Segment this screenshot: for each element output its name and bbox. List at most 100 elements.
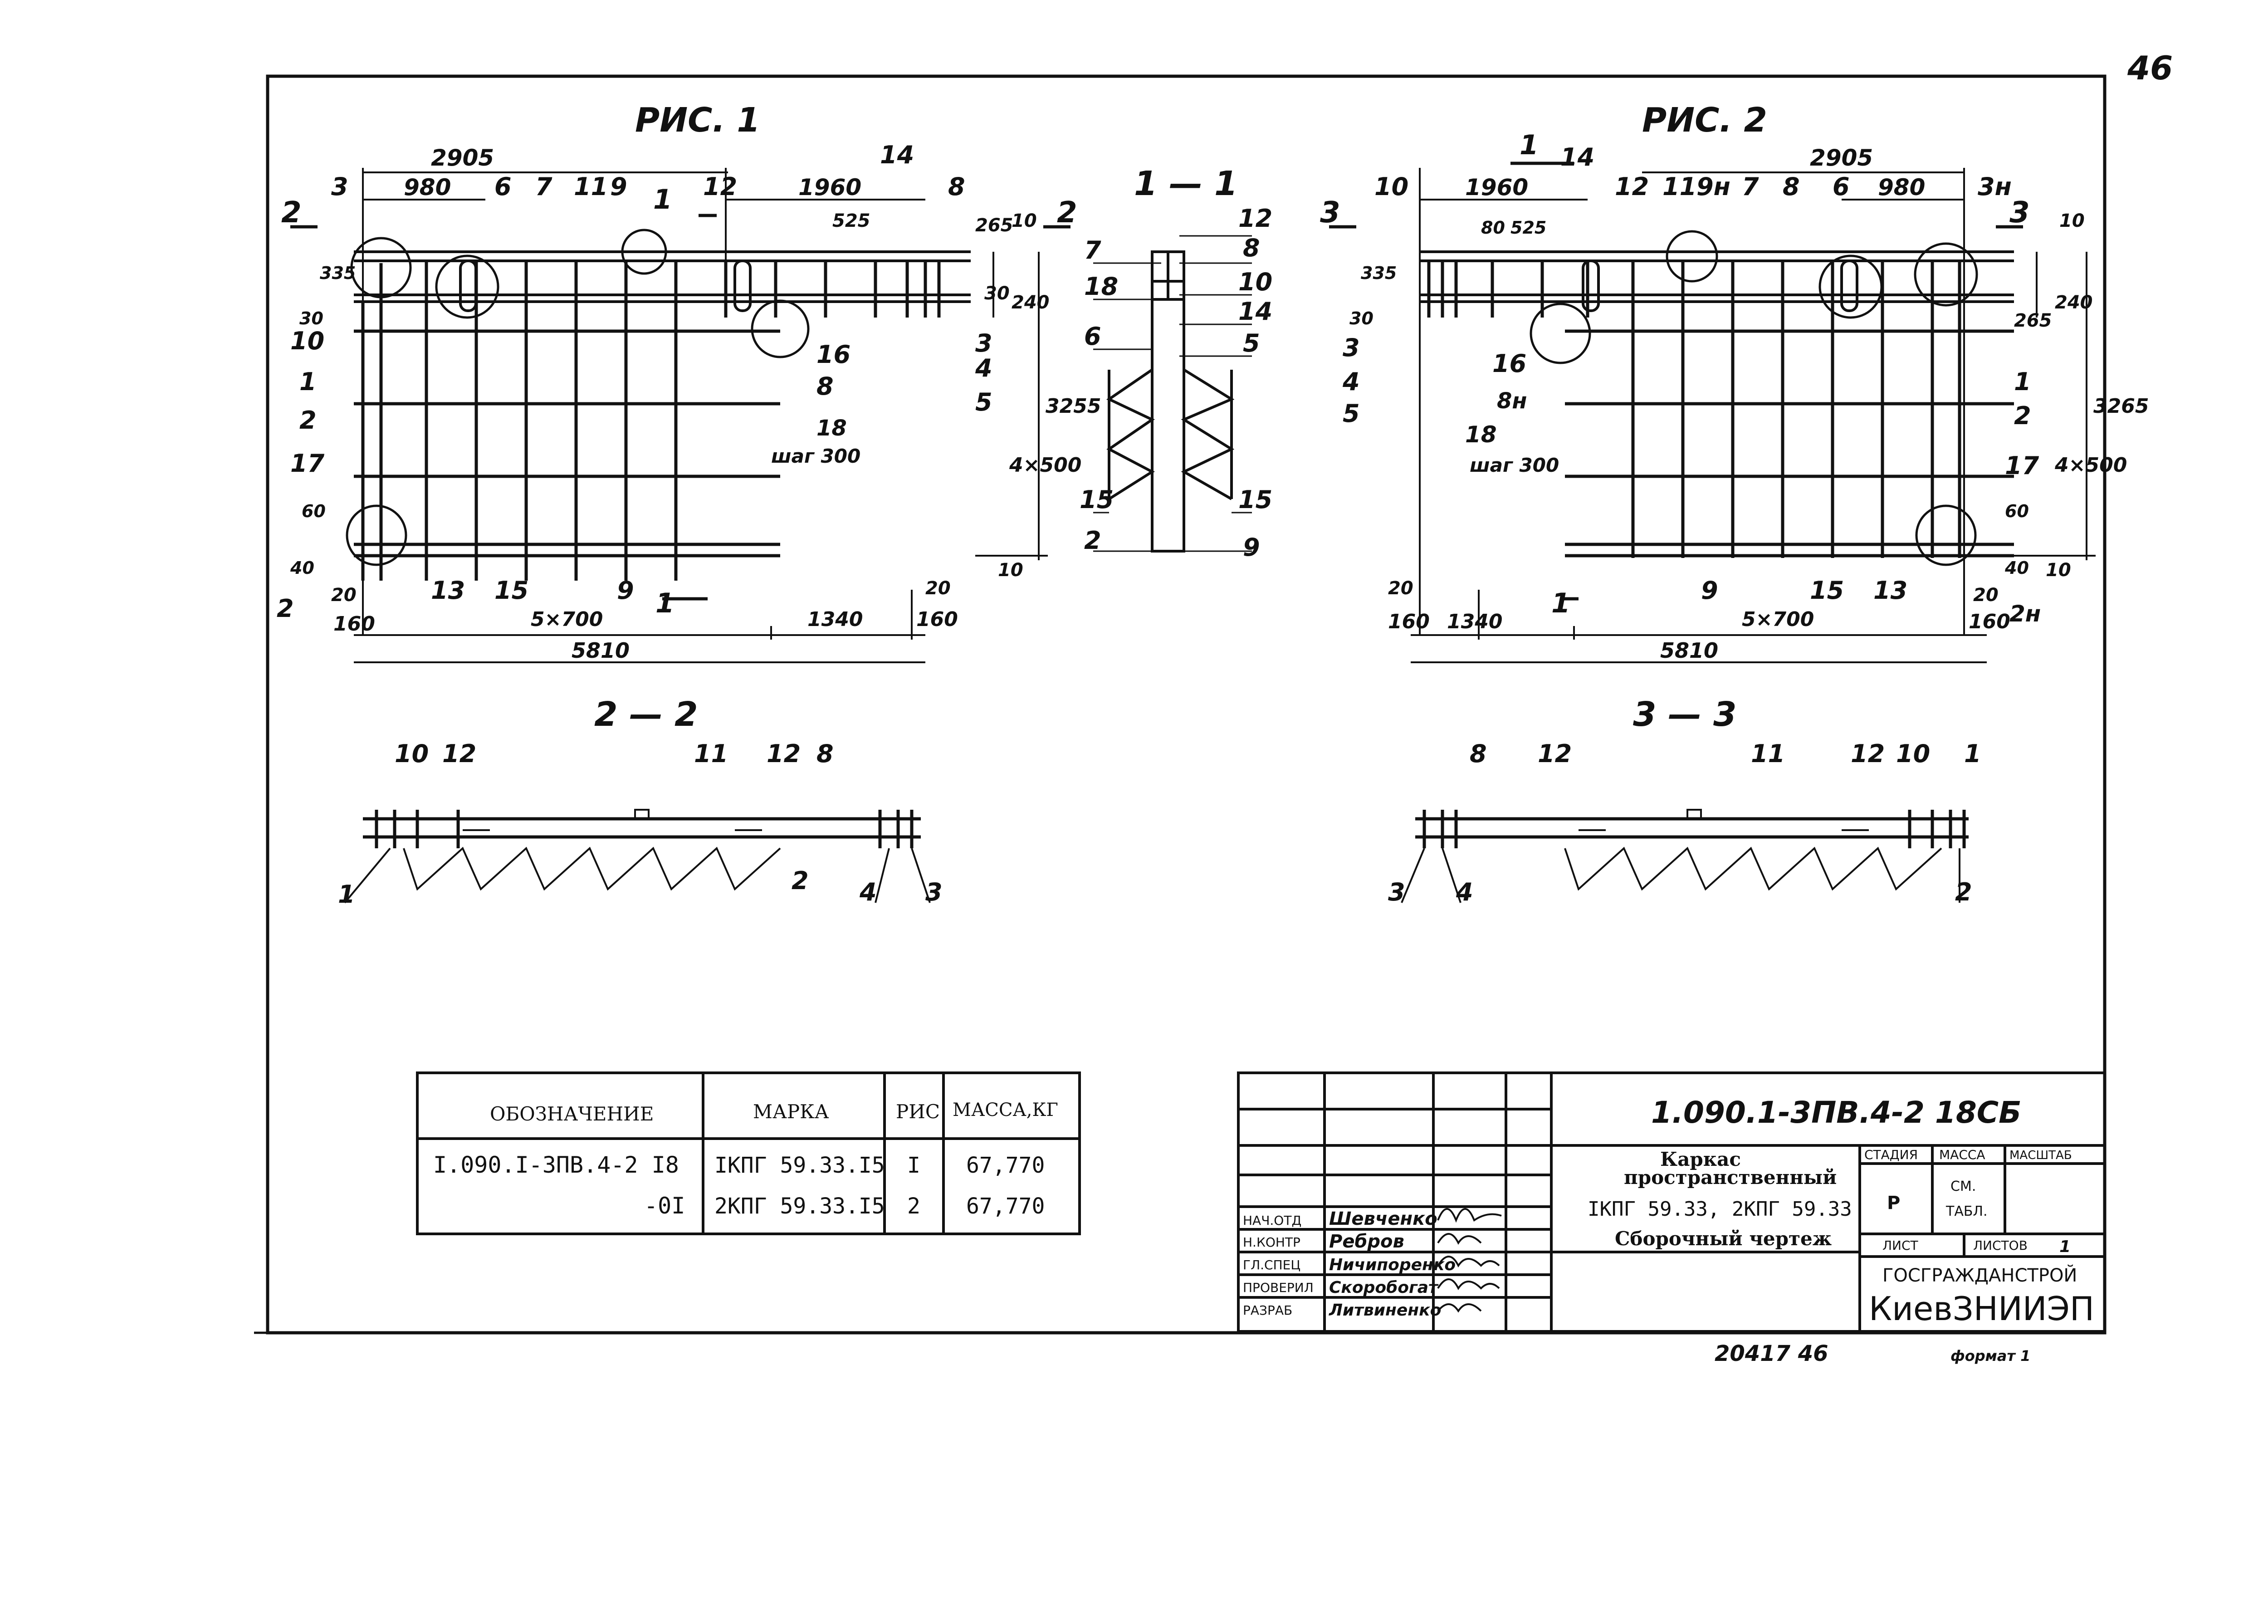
fig1-dim-980: 980 xyxy=(404,174,451,201)
fig1-callout: 11 xyxy=(574,172,608,201)
fig2-callout: 2н xyxy=(2009,601,2041,627)
fig1-dim-160-right: 160 xyxy=(916,608,958,631)
sec11-callout: 2 xyxy=(1084,526,1101,555)
fig1-callout: 18 xyxy=(816,416,847,441)
fig2-step-note: шаг 300 xyxy=(1470,454,1559,476)
spec-cell: -0I xyxy=(644,1193,685,1219)
fig2-dim-10-bottom: 10 xyxy=(2046,560,2071,581)
sec11-callout: 14 xyxy=(1238,297,1272,326)
figure-2: РИС. 2 xyxy=(1320,101,2149,663)
fig1-dim-240: 240 xyxy=(1012,292,1050,313)
spec-cell: 67,770 xyxy=(966,1194,1045,1219)
sec11-callout: 15 xyxy=(1080,485,1114,514)
fig2-dim-335: 335 xyxy=(1361,263,1397,283)
sec22-callout: 11 xyxy=(694,739,728,768)
mass-value-line1: СМ. xyxy=(1950,1179,1976,1194)
sec22-callout: 12 xyxy=(767,739,801,768)
bottom-note-right: формат 1 xyxy=(1950,1347,2030,1365)
fig2-dim-40: 40 xyxy=(2004,558,2029,578)
fig1-callout: 1 xyxy=(299,367,317,396)
fig1-callout: 3 xyxy=(975,329,992,357)
sec22-title: 2 — 2 xyxy=(594,695,698,734)
fig2-callout: 17 xyxy=(2005,451,2039,480)
title-block: 1.090.1-3ПВ.4-2 18СБ Каркас пространстве… xyxy=(1237,1071,2106,1333)
spec-table: ОБОЗНАЧЕНИЕ МАРКА РИС МАССА,КГ I.090.I-3… xyxy=(416,1071,1081,1235)
fig1-callout: 9 xyxy=(610,172,627,201)
signature-role: ПРОВЕРИЛ xyxy=(1243,1280,1314,1295)
fig2-callout: 3н xyxy=(1978,172,2012,201)
fig1-dim-335: 335 xyxy=(320,263,356,283)
fig1-callout: 16 xyxy=(816,340,850,369)
signature-name: Литвиненко xyxy=(1329,1301,1441,1320)
page-number: 46 xyxy=(2127,49,2173,87)
fig2-dim-5810: 5810 xyxy=(1660,638,1718,663)
fig1-dim-30-left: 30 xyxy=(299,308,323,328)
fig2-section-mark: 1 xyxy=(1520,129,1539,161)
fig1-main-mesh xyxy=(354,261,941,581)
sec22-callout: 8 xyxy=(816,739,834,768)
fig2-dim-4x500: 4×500 xyxy=(2054,454,2127,477)
sec33-callout: 11 xyxy=(1751,739,1785,768)
fig1-callout: 9 xyxy=(617,576,634,605)
fig2-callout: 9 xyxy=(1701,576,1718,605)
fig2-callout: 2 xyxy=(2014,401,2031,430)
sec33-callout: 1 xyxy=(1964,739,1981,768)
spec-header-fig: РИС xyxy=(896,1101,940,1123)
signature-role: ГЛ.СПЕЦ xyxy=(1243,1257,1300,1272)
fig1-callout: 2 xyxy=(299,406,317,435)
fig2-dim-160-left: 160 xyxy=(1388,610,1430,633)
fig1-callout: 12 xyxy=(703,172,737,201)
fig2-callout: 8н xyxy=(1497,388,1527,414)
section-3-3: 3 — 3 8 12 11 12 10 1 3 4 2 xyxy=(1388,695,1981,906)
fig1-callout: 17 xyxy=(290,449,325,478)
sec11-callout: 10 xyxy=(1238,268,1272,296)
title-name-line3: IКПГ 59.33, 2КПГ 59.33 xyxy=(1588,1198,1852,1221)
sec22-callout: 4 xyxy=(859,878,877,906)
sec22-callout: 3 xyxy=(925,878,943,906)
fig1-dim-160-left: 160 xyxy=(333,612,375,636)
sec11-callout: 15 xyxy=(1238,485,1272,514)
figure-1: РИС. 1 xyxy=(277,101,1101,663)
fig1-title: РИС. 1 xyxy=(635,101,760,140)
fig1-callout: 2 xyxy=(277,594,294,623)
spec-cell: IКПГ 59.33.I5 xyxy=(714,1153,885,1178)
sheets-label: ЛИСТОВ xyxy=(1973,1238,2028,1253)
fig1-callout: 3 xyxy=(331,172,348,201)
signature-marks xyxy=(1437,1208,1502,1313)
mass-header: МАССА xyxy=(1939,1147,1985,1162)
signature-name: Шевченко xyxy=(1329,1208,1437,1229)
fig1-upper-mesh xyxy=(354,250,971,303)
fig1-callout: 6 xyxy=(494,172,512,201)
fig2-detail-circles xyxy=(1530,230,1978,566)
fig1-dim-1960: 1960 xyxy=(798,174,861,201)
fig2-dim-5x700: 5×700 xyxy=(1742,608,1814,631)
stage-value: Р xyxy=(1887,1193,1900,1213)
fig1-callout: 14 xyxy=(880,141,914,169)
fig1-dim-10-bottom: 10 xyxy=(998,560,1023,581)
fig1-section-marks xyxy=(290,214,1070,601)
stage-header: СТАДИЯ xyxy=(1864,1147,1918,1162)
sec22-callout: 12 xyxy=(442,739,476,768)
fig2-section-mark: 1 xyxy=(1551,587,1570,619)
signature-role: РАЗРАБ xyxy=(1243,1303,1292,1318)
fig1-dim-5x700: 5×700 xyxy=(531,608,603,631)
fig1-dim-5810: 5810 xyxy=(572,638,630,663)
fig1-dim-40: 40 xyxy=(290,558,314,578)
fig1-callout: 5 xyxy=(975,388,992,416)
fig2-section-marks xyxy=(1329,161,2023,601)
fig1-dim-525: 525 xyxy=(832,210,870,231)
spec-header-mass: МАССА,КГ xyxy=(953,1100,1058,1120)
spec-cell: I.090.I-3ПВ.4-2 I8 xyxy=(433,1152,679,1178)
fig1-callout: 15 xyxy=(494,576,528,605)
fig2-lifting-loops xyxy=(1582,259,1858,312)
mass-value-line2: ТАБЛ. xyxy=(1945,1203,1988,1219)
spec-header-designation: ОБОЗНАЧЕНИЕ xyxy=(490,1103,654,1125)
fig1-dim-20-right: 20 xyxy=(925,578,951,599)
fig1-dim-4x500: 4×500 xyxy=(1009,454,1081,477)
fig1-dim-20-left: 20 xyxy=(331,585,357,606)
fig2-callout: 5 xyxy=(1343,399,1360,428)
fig1-section-mark: 2 xyxy=(281,196,302,230)
fig1-dim-2905: 2905 xyxy=(431,145,494,171)
title-name-line2: пространственный xyxy=(1624,1166,1837,1189)
